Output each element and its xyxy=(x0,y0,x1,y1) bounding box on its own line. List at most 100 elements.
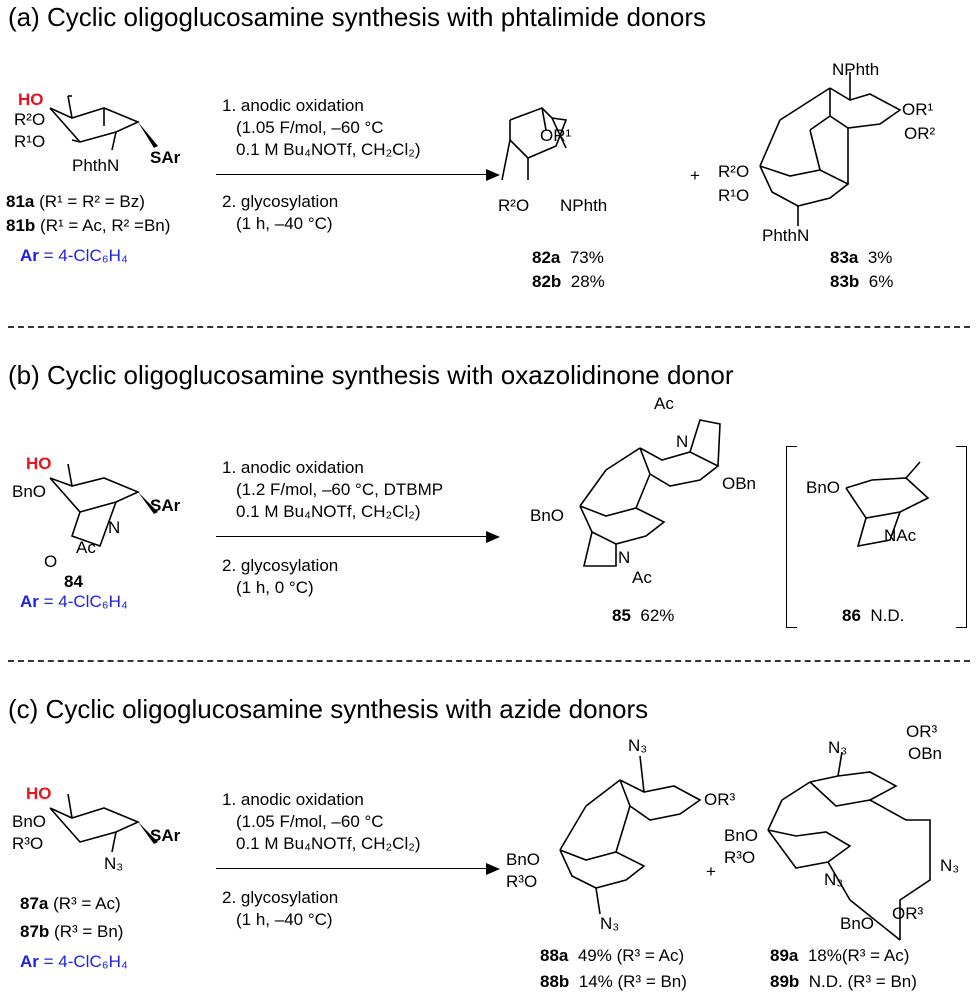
p82b-yield: 28% xyxy=(570,272,605,291)
p82b-row: 82b 28% xyxy=(532,272,605,292)
r2o-label: R²O xyxy=(14,110,46,129)
p83b-yield: 6% xyxy=(868,272,894,291)
cond-c-step1-line2: (1.05 F/mol, –60 °C xyxy=(236,812,384,831)
p89-n3-mid: N₃ xyxy=(824,870,844,889)
cond-a-step1: 1. anodic oxidation xyxy=(222,96,364,115)
section-a-title: (a) Cyclic oligoglucosamine synthesis wi… xyxy=(8,2,706,32)
cond-a-step2: 2. glycosylation xyxy=(222,192,339,211)
r3o-label-87: R³O xyxy=(12,834,44,853)
ring-83 xyxy=(759,72,902,226)
ring-86 xyxy=(845,461,930,548)
compound-87b-id: 87b xyxy=(20,922,50,941)
cond-c-step2-line2: (1 h, –40 °C) xyxy=(236,910,333,929)
p83-or2: OR² xyxy=(904,124,936,143)
compound-87b-row: 87b (R³ = Bn) xyxy=(20,922,123,942)
p88-r3o: R³O xyxy=(506,872,538,891)
cond-c-step1: 1. anodic oxidation xyxy=(222,790,364,809)
cond-b-step2: 2. glycosylation xyxy=(222,556,339,575)
p88b-row: 88b 14% (R³ = Bn) xyxy=(540,972,687,992)
cond-b-step1: 1. anodic oxidation xyxy=(222,458,364,477)
ar-definition-b: Ar = 4-ClC₆H₄ xyxy=(20,592,128,612)
p89b-row: 89b N.D. (R³ = Bn) xyxy=(770,972,917,992)
p82-r2o: R²O xyxy=(498,196,530,215)
sar-label-87: SAr xyxy=(150,826,181,845)
sar-label: SAr xyxy=(150,148,181,167)
p82a-row: 82a 73% xyxy=(532,248,604,268)
reaction-arrow-c xyxy=(216,868,488,869)
cond-c-step2: 2. glycosylation xyxy=(222,888,339,907)
p88-or3: OR³ xyxy=(704,790,736,809)
p83a-row: 83a 3% xyxy=(830,248,892,268)
p89a-yield: 18%(R³ = Ac) xyxy=(807,946,910,965)
p86-row: 86 N.D. xyxy=(842,606,904,626)
p89b-id: 89b xyxy=(770,972,800,991)
p89a-id: 89a xyxy=(770,946,799,965)
bno-label-87: BnO xyxy=(12,812,47,831)
hydroxyl-label: HO xyxy=(18,90,44,109)
p89-n3-right: N₃ xyxy=(940,856,960,875)
reaction-arrow-a xyxy=(216,174,488,175)
plus-a: + xyxy=(690,166,700,185)
p83-r2o: R²O xyxy=(718,162,750,181)
p82-or1: OR¹ xyxy=(540,126,572,145)
ring-89 xyxy=(767,751,931,941)
p83-or1: OR¹ xyxy=(902,100,934,119)
p83-nphth-top: NPhth xyxy=(832,60,880,79)
p85-row: 85 62% xyxy=(612,606,674,626)
section-b-title: (b) Cyclic oligoglucosamine synthesis wi… xyxy=(8,360,734,390)
compound-87b-def: (R³ = Bn) xyxy=(54,922,124,941)
carbonyl-o-84: O xyxy=(44,552,58,571)
compound-81b-id: 81b xyxy=(6,216,36,235)
p89-bno-bottom: BnO xyxy=(840,914,875,933)
section-divider-2 xyxy=(8,660,970,662)
p83a-yield: 3% xyxy=(867,248,893,267)
compound-81a-row: 81a (R¹ = R² = Bz) xyxy=(6,192,145,212)
cond-c-step1-line3: 0.1 M Bu₄NOTf, CH₂Cl₂) xyxy=(236,834,421,853)
cond-b-step2-line2: (1 h, 0 °C) xyxy=(236,578,314,597)
ar-label-b: Ar xyxy=(20,592,39,611)
compound-81b-def: (R¹ = Ac, R² =Bn) xyxy=(40,216,171,235)
compound-81b-row: 81b (R¹ = Ac, R² =Bn) xyxy=(6,216,170,236)
ac-label-84: Ac xyxy=(76,538,96,557)
ar-definition: Ar = 4-ClC₆H₄ xyxy=(20,246,128,266)
cond-a-step1-line2: (1.05 F/mol, –60 °C xyxy=(236,118,384,137)
p86-yield: N.D. xyxy=(870,606,905,625)
p85-ac-bottom: Ac xyxy=(632,568,652,587)
p83b-id: 83b xyxy=(830,272,860,291)
p85-bno: BnO xyxy=(530,506,565,525)
p83-r1o: R¹O xyxy=(718,186,750,205)
plus-c: + xyxy=(706,862,716,881)
hydroxyl-label-84: HO xyxy=(26,454,52,473)
p88a-id: 88a xyxy=(540,946,569,965)
p88-n3-top: N₃ xyxy=(628,736,648,755)
bracket-right xyxy=(956,446,967,628)
p86-id: 86 xyxy=(842,606,861,625)
ar-def-c: = 4-ClC₆H₄ xyxy=(43,952,128,971)
p89-obn: OBn xyxy=(908,744,943,763)
bno-label-84: BnO xyxy=(12,482,47,501)
sar-label-84: SAr xyxy=(150,496,181,515)
ar-def-b: = 4-ClC₆H₄ xyxy=(43,592,128,611)
section-divider-1 xyxy=(8,326,970,328)
reaction-arrow-b xyxy=(216,536,488,537)
p88-n3-bottom: N₃ xyxy=(600,914,620,933)
p83a-id: 83a xyxy=(830,248,859,267)
hydroxyl-label-87: HO xyxy=(26,784,52,803)
n-label-84: N xyxy=(108,518,121,537)
ring-87 xyxy=(49,793,158,853)
compound-87a-def: (R³ = Ac) xyxy=(53,894,121,913)
ring-84 xyxy=(49,463,158,548)
p88b-yield: 14% (R³ = Bn) xyxy=(578,972,687,991)
phthn-label: PhthN xyxy=(72,156,120,175)
p88a-yield: 49% (R³ = Ac) xyxy=(577,946,685,965)
section-c-title: (c) Cyclic oligoglucosamine synthesis wi… xyxy=(8,694,649,724)
p89b-yield: N.D. (R³ = Bn) xyxy=(808,972,917,991)
p89-or3-top: OR³ xyxy=(906,722,938,741)
p89-or3-bottom: OR³ xyxy=(892,904,924,923)
p85-ac-top: Ac xyxy=(654,394,674,413)
p83-phthn: PhthN xyxy=(762,226,810,245)
ar-label: Ar xyxy=(20,246,39,265)
